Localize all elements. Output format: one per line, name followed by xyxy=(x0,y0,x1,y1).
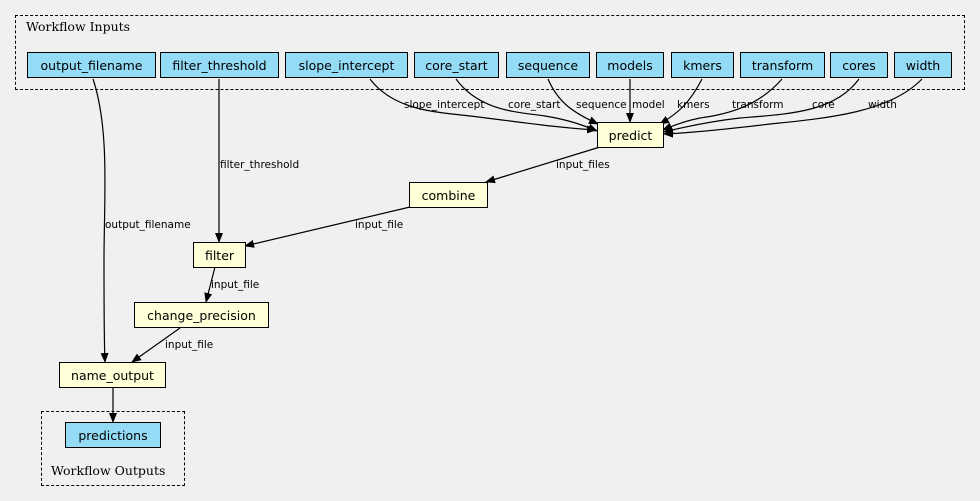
edge-label-combine-input-file: input_file xyxy=(355,219,403,231)
edge-label-precision-input-file: input_file xyxy=(165,339,213,351)
input-models[interactable]: models xyxy=(596,52,664,78)
edge-label-model: model xyxy=(632,99,665,111)
edge-label-sequence: sequence xyxy=(576,99,627,111)
input-slope-intercept[interactable]: slope_intercept xyxy=(285,52,408,78)
edge-label-transform: transform xyxy=(732,99,783,111)
step-predict[interactable]: predict xyxy=(597,122,664,148)
edge-predict-combine xyxy=(485,146,601,184)
input-filter-threshold[interactable]: filter_threshold xyxy=(160,52,279,78)
edge-label-width: width xyxy=(868,99,897,111)
workflow-inputs-label: Workflow Inputs xyxy=(26,19,131,34)
edge-core-start xyxy=(455,78,598,132)
input-output-filename[interactable]: output_filename xyxy=(27,52,156,78)
input-cores[interactable]: cores xyxy=(830,52,888,78)
input-kmers[interactable]: kmers xyxy=(671,52,734,78)
edge-filter-change-precision xyxy=(204,266,216,303)
step-name-output[interactable]: name_output xyxy=(59,362,166,388)
step-filter[interactable]: filter xyxy=(193,242,246,268)
input-sequence[interactable]: sequence xyxy=(506,52,590,78)
edge-label-output-filename: output_filename xyxy=(105,219,191,231)
edge-output-filename xyxy=(92,78,109,363)
step-change-precision[interactable]: change_precision xyxy=(134,302,269,328)
workflow-inputs-cluster xyxy=(15,15,965,90)
edge-combine-filter xyxy=(244,206,411,248)
edge-sequence xyxy=(547,78,599,125)
workflow-outputs-label: Workflow Outputs xyxy=(51,463,166,478)
edge-label-core: core xyxy=(812,99,835,111)
edge-label-core-start: core_start xyxy=(508,99,560,111)
output-predictions[interactable]: predictions xyxy=(65,422,161,448)
edge-label-slope-intercept: slope_intercept xyxy=(404,99,484,111)
edge-label-input-files: input_files xyxy=(556,159,610,171)
edge-label-filter-input-file: input_file xyxy=(211,279,259,291)
edge-label-kmers: kmers xyxy=(677,99,710,111)
edge-kmers xyxy=(659,78,703,125)
edge-change-precision-name-output xyxy=(131,327,181,363)
input-width[interactable]: width xyxy=(894,52,952,78)
edge-cores xyxy=(663,78,860,134)
input-core-start[interactable]: core_start xyxy=(414,52,499,78)
input-transform[interactable]: transform xyxy=(740,52,825,78)
step-combine[interactable]: combine xyxy=(409,182,488,208)
edge-label-filter-threshold: filter_threshold xyxy=(220,159,299,171)
edge-slope-intercept xyxy=(369,78,597,134)
edge-transform xyxy=(662,78,783,131)
edge-width xyxy=(663,78,923,138)
